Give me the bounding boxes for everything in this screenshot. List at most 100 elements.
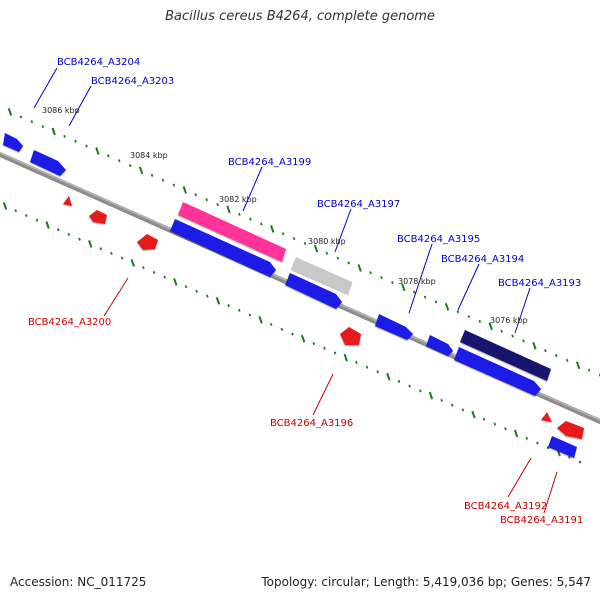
label-leaders [33,67,558,514]
scale-tick [532,341,537,350]
tick-label-3078: 3078 kbp [398,277,436,286]
scale-tick [227,304,230,308]
scale-tick [419,389,422,393]
scale-tick [440,398,443,402]
scale-tick [555,354,558,357]
scale-tick [163,275,166,279]
tick-label-3082: 3082 kbp [219,195,257,204]
gene-reverse-small-1[interactable] [63,196,72,206]
scale-tick [161,178,165,182]
gene-label-a3191[interactable]: BCB4264_A3191 [500,515,583,526]
gene-a3200-shape[interactable] [137,234,158,250]
scale-tick [444,302,450,311]
scale-tick [300,334,306,343]
scale-tick [434,300,438,304]
scale-tick [408,384,411,388]
tick-label-3080: 3080 kbp [308,237,346,246]
gene-features [3,133,584,458]
scale-tick [323,346,326,350]
gene-a3199-shape[interactable] [178,202,286,262]
scale-tick [150,173,154,177]
gene-label-a3200[interactable]: BCB4264_A3200 [28,317,111,328]
gene-a3191-shape[interactable] [548,436,577,458]
scale-tick [365,365,369,369]
scale-tick [78,237,81,241]
gene-label-a3197[interactable]: BCB4264_A3197 [317,199,400,210]
gene-label-a3193[interactable]: BCB4264_A3193 [498,278,581,289]
scale-tick [578,460,582,464]
gene-label-a3203[interactable]: BCB4264_A3203 [91,76,174,87]
scale-tick [110,251,113,255]
scale-tick [19,115,23,119]
scale-tick [117,159,121,163]
scale-tick [152,270,156,274]
scale-tick [25,214,28,217]
scale-tick [312,342,316,345]
accession-label: Accession: NC_011725 [10,575,147,589]
gene-a3192-shape[interactable] [541,412,552,422]
gene-a3195-shape[interactable] [375,314,413,340]
scale-tick [215,296,221,305]
gene-label-a3194[interactable]: BCB4264_A3194 [441,254,524,265]
scale-tick [291,332,294,336]
scale-tick [99,247,103,251]
scale-dots [2,108,600,464]
scale-tick [391,281,394,284]
scale-tick [504,427,507,431]
scale-tick [142,266,145,270]
scale-tick [500,329,503,333]
scale-tick [35,218,39,222]
page-title: Bacillus cereus B4264, complete genome [165,9,435,24]
scale-tick [63,134,66,138]
scale-tick [568,455,571,459]
scale-tick [206,294,209,298]
gene-forward-long-2[interactable] [454,347,541,396]
gene-label-a3199[interactable]: BCB4264_A3199 [228,157,311,168]
scale-tick [248,313,252,317]
scale-tick [376,370,379,374]
scale-tick [450,403,454,407]
gene-label-a3204[interactable]: BCB4264_A3204 [57,57,140,68]
gene-a3204-shape[interactable] [3,133,23,152]
scale-tick [216,203,219,206]
scale-tick [525,436,529,440]
gene-label-a3192[interactable]: BCB4264_A3192 [464,501,547,512]
gene-reverse-small-2[interactable] [89,210,107,224]
scale-tick [194,193,198,197]
scale-tick [587,368,591,372]
scale-tick [565,358,569,362]
scale-tick [120,256,124,260]
scale-tick [423,295,427,299]
scale-tick [51,127,56,136]
scale-tick [249,217,252,221]
scale-tick [130,259,135,267]
gene-a3203-shape[interactable] [30,150,66,176]
scale-tick [41,125,45,129]
scale-tick [269,323,273,326]
gene-forward-long-1[interactable] [170,219,276,277]
gene-a3193-shape[interactable] [460,330,551,381]
scale-tick [173,278,178,286]
scale-tick [412,290,416,294]
gene-a3197-shape[interactable] [291,257,352,294]
gene-reverse-right[interactable] [557,421,584,439]
scale-tick [2,202,8,210]
scale-tick [478,319,482,323]
gene-a3196-shape[interactable] [340,327,361,345]
scale-tick [107,154,110,158]
scale-tick [325,251,329,255]
scale-tick [303,242,307,245]
scale-tick [482,417,486,421]
gene-label-a3196[interactable]: BCB4264_A3196 [270,418,353,429]
scale-tick [467,315,471,319]
scale-tick [513,429,519,438]
scale-tick [401,283,406,292]
scale-tick [313,244,319,253]
gene-label-a3195[interactable]: BCB4264_A3195 [397,234,480,245]
gene-forward-mid[interactable] [285,273,342,309]
gene-a3194-shape[interactable] [426,335,453,356]
scale-tick [270,225,275,233]
scale-tick [333,351,337,355]
scale-tick [369,271,372,275]
